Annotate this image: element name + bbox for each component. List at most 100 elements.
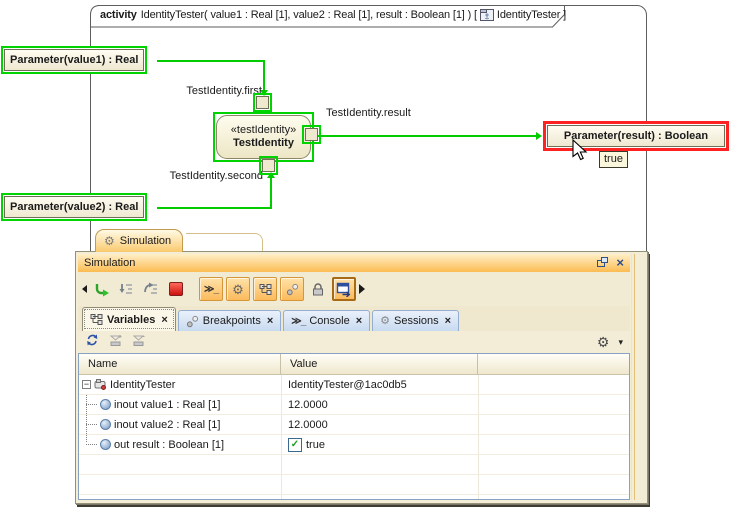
param-node-value2-label: Parameter(value2) : Real — [4, 196, 145, 218]
tab-sessions[interactable]: ⚙ Sessions × — [372, 310, 460, 331]
table-row[interactable]: out result : Boolean [1] ✓ true — [79, 435, 629, 455]
variable-value: IdentityTester@1ac0db5 — [288, 378, 407, 391]
slot-icon — [100, 439, 111, 450]
param-node-result-label: Parameter(result) : Boolean — [547, 125, 725, 147]
lock-button[interactable] — [307, 277, 329, 301]
name-cell: inout value2 : Real [1] — [79, 415, 281, 434]
empty-pane-tab — [186, 233, 263, 252]
table-row[interactable]: inout value1 : Real [1] 12.0000 — [79, 395, 629, 415]
value-tooltip: true — [599, 151, 628, 168]
variable-value: 12.0000 — [288, 398, 328, 411]
add-watch-icon — [109, 335, 122, 346]
close-icon[interactable]: × — [161, 313, 168, 326]
panel-accent-line — [631, 254, 632, 500]
action-stereotype: «testIdentity» — [230, 124, 297, 136]
toggle-breakpoints-button[interactable] — [280, 277, 304, 301]
refresh-icon — [87, 334, 98, 345]
action-testidentity-body: «testIdentity» TestIdentity — [216, 115, 311, 159]
flow-value2-arrow-icon — [267, 172, 275, 178]
tab-label: Breakpoints — [202, 315, 261, 327]
frame-keyword: activity — [100, 9, 137, 21]
column-header-value[interactable]: Value — [281, 354, 478, 374]
chevron-down-icon[interactable]: ▾ — [618, 336, 623, 347]
toggle-variables-button[interactable] — [253, 277, 277, 301]
variables-icon — [259, 283, 271, 295]
toggle-sessions-button[interactable]: ⚙ — [226, 277, 250, 301]
empty-table-row — [79, 455, 629, 475]
column-divider[interactable] — [478, 375, 479, 499]
label-testidentity-first: TestIdentity.first — [186, 85, 262, 97]
simulation-pane-tab[interactable]: ⚙ Simulation — [95, 229, 184, 252]
close-icon[interactable]: × — [444, 315, 452, 327]
flow-value1-v[interactable] — [263, 60, 265, 91]
options-gear-icon[interactable]: ⚙ — [596, 333, 610, 350]
name-cell: − IdentityTester — [79, 375, 281, 394]
lock-icon — [313, 282, 323, 295]
step-into-button[interactable] — [115, 277, 137, 301]
activity-frame-header: activity IdentityTester( value1 : Real [… — [100, 9, 566, 21]
action-testidentity[interactable]: «testIdentity» TestIdentity — [213, 112, 314, 162]
collapse-expander-icon[interactable]: − — [82, 379, 91, 389]
close-icon[interactable]: × — [266, 315, 274, 327]
table-body: − IdentityTester IdentityTester@1ac0db5 — [79, 375, 629, 499]
pin-second[interactable] — [259, 156, 278, 175]
tab-console[interactable]: ≫_ Console × — [283, 310, 371, 331]
step-over-button[interactable] — [140, 277, 162, 301]
toggle-console-button[interactable]: ≫_ — [199, 277, 223, 301]
scroll-left-icon[interactable] — [82, 285, 87, 293]
variable-name: IdentityTester — [110, 378, 176, 391]
variable-value: 12.0000 — [288, 418, 328, 431]
table-row[interactable]: − IdentityTester IdentityTester@1ac0db5 — [79, 375, 629, 395]
action-name: TestIdentity — [233, 137, 294, 149]
value-cell: ✓ true — [281, 435, 478, 454]
pin-first[interactable] — [253, 93, 272, 112]
simulation-toolbar: ≫_ ⚙ — [78, 272, 630, 306]
refresh-button[interactable] — [85, 333, 100, 352]
panel-tabrow: Variables × Breakpoints × ≫_ Console × ⚙… — [78, 306, 630, 331]
checked-checkbox[interactable]: ✓ — [288, 437, 302, 452]
variables-table: Name Value − IdentityTester — [78, 353, 630, 500]
stop-icon — [169, 282, 183, 296]
panel-accent-line — [634, 254, 635, 500]
tab-variables[interactable]: Variables × — [82, 307, 176, 331]
close-icon[interactable]: × — [355, 315, 363, 327]
empty-table-row — [79, 475, 629, 495]
terminate-button[interactable] — [165, 277, 187, 301]
resume-button[interactable] — [90, 277, 112, 301]
param-node-value2[interactable]: Parameter(value2) : Real — [1, 193, 148, 221]
tab-label: Console — [309, 315, 350, 327]
flow-value1-h[interactable] — [157, 60, 265, 62]
flow-value2-h[interactable] — [157, 207, 272, 209]
activity-frame-header-shape — [90, 5, 565, 28]
float-window-icon[interactable] — [597, 256, 609, 270]
label-testidentity-result: TestIdentity.result — [326, 107, 411, 119]
tree-branch-line — [86, 443, 97, 446]
table-row[interactable]: inout value2 : Real [1] 12.0000 — [79, 415, 629, 435]
remove-watch-button[interactable] — [132, 333, 146, 351]
column-header-name[interactable]: Name — [79, 354, 281, 374]
pin-result[interactable] — [302, 125, 321, 144]
flow-value2-v[interactable] — [270, 177, 272, 209]
param-node-result[interactable]: Parameter(result) : Boolean — [543, 121, 729, 151]
close-icon[interactable]: × — [616, 255, 624, 270]
more-tools-icon[interactable] — [359, 284, 365, 294]
tab-breakpoints[interactable]: Breakpoints × — [177, 310, 282, 331]
param-node-value1[interactable]: Parameter(value1) : Real — [1, 46, 148, 74]
empty-table-row — [79, 495, 629, 499]
name-cell: out result : Boolean [1] — [79, 435, 281, 454]
auto-open-diagram-icon — [336, 282, 351, 297]
auto-open-diagram-button[interactable] — [332, 277, 356, 301]
value-cell: 12.0000 — [281, 415, 478, 434]
variable-name: inout value1 : Real [1] — [114, 398, 221, 411]
variables-icon — [90, 314, 103, 325]
column-divider[interactable] — [281, 375, 282, 499]
gear-icon: ⚙ — [380, 314, 390, 327]
panel-titlebar[interactable]: Simulation × — [78, 254, 630, 272]
add-watch-button[interactable] — [109, 333, 123, 351]
console-icon: ≫_ — [203, 283, 219, 295]
remove-watch-icon — [132, 335, 145, 346]
flow-result-h[interactable] — [318, 135, 539, 137]
activity-diagram-icon — [479, 9, 494, 21]
gear-icon: ⚙ — [104, 233, 115, 248]
